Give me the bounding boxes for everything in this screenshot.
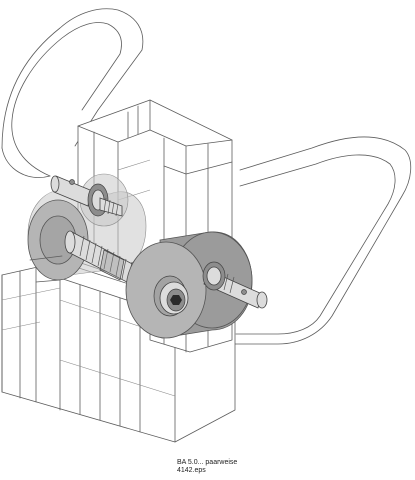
socket-head-screw: [159, 281, 189, 315]
drawing-caption: BA 5.0... paarweise 4142.eps: [177, 459, 237, 475]
caption-file-name: 4142.eps: [177, 467, 206, 474]
upper-pin: [50, 173, 129, 227]
handle-tube-right: [231, 136, 412, 345]
handle-tube-lower: [29, 255, 63, 283]
caption-product-text: BA 5.0... paarweise: [177, 459, 238, 466]
handle-tube-upper: [1, 8, 144, 178]
rear-rosette: [27, 189, 147, 281]
right-pin: [202, 261, 268, 309]
